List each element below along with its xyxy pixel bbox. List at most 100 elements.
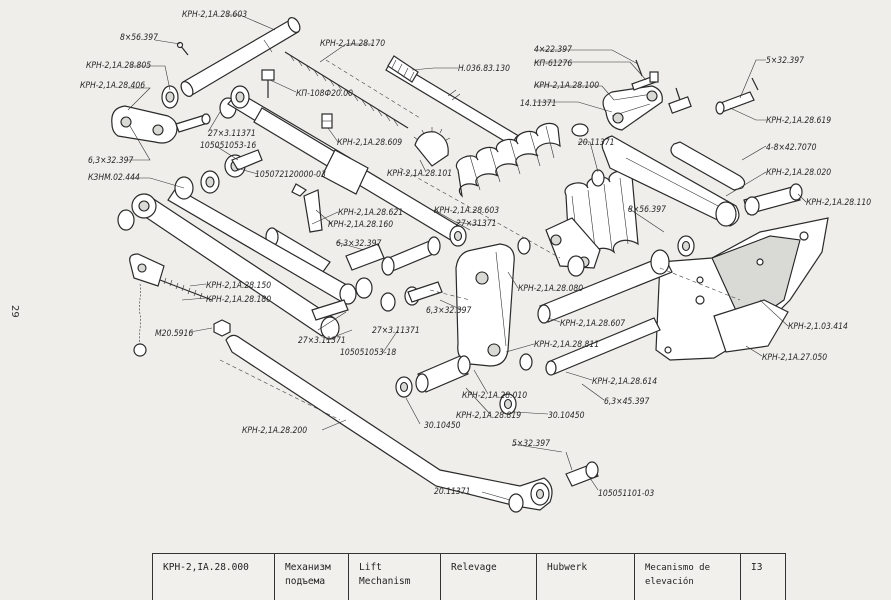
label-l609: КРН-2,1А.28.609	[337, 138, 402, 148]
title-spanish: Mecanismo de elevación	[635, 554, 741, 600]
label-l27311d: 27×3.11371	[372, 326, 420, 336]
part-bolt-5x32a	[715, 77, 759, 115]
part-lever-020	[601, 135, 740, 227]
label-l6332a: 6,3×32.397	[88, 156, 133, 166]
part-chain	[133, 283, 147, 357]
part-rod-short	[345, 243, 385, 271]
label-l856b: 8×56.397	[628, 205, 666, 215]
part-washer-30a	[395, 376, 413, 398]
part-bolt-27x3-left	[311, 299, 349, 321]
label-kp61: КП-61276	[534, 59, 572, 69]
label-l819: КРН-2,1А.28.819	[456, 411, 521, 421]
label-l105-18: 105051053-18	[340, 348, 396, 358]
label-l105072: 105072120000-03	[255, 170, 326, 180]
label-l6345: 6,3×45.397	[604, 397, 649, 407]
label-l080: КРН-2,1А.28.080	[518, 284, 583, 294]
label-l6332b: 6,3×32.397	[336, 239, 381, 249]
title-code: КРН-2,IА.28.000	[153, 554, 275, 600]
label-l150: КРН-2,1А.28.150	[206, 281, 271, 291]
part-fitting-kp108	[261, 69, 275, 98]
part-shaft-080	[537, 249, 673, 324]
title-block: КРН-2,IА.28.000 Механизм подъема Lift Me…	[152, 553, 786, 600]
part-bracket-050	[713, 299, 789, 353]
label-l050: КРН-2,1А.27.050	[762, 353, 827, 363]
title-german: Hubwerk	[537, 554, 635, 600]
label-l30104b: 30.10450	[548, 411, 585, 421]
part-threaded-rod	[284, 51, 409, 129]
title-english: Lift Mechanism	[349, 554, 441, 600]
title-french: Relevage	[441, 554, 537, 600]
leader-lines	[127, 14, 807, 501]
label-l4x22: 4×22.397	[534, 45, 572, 55]
part-clevis-180	[129, 253, 165, 287]
part-small-washers	[380, 281, 443, 312]
label-l020: КРН-2,1А.28.020	[766, 168, 831, 178]
label-l406: КРН-2,1А.28.406	[80, 81, 145, 91]
label-l614: КРН-2,1А.28.614	[592, 377, 657, 387]
part-main-rod	[253, 107, 467, 247]
part-bolt-kp61276	[631, 71, 659, 91]
part-bushing-819	[415, 355, 471, 393]
part-lever-150	[117, 193, 340, 340]
label-l414: КРН-2,1.03.414	[788, 322, 848, 332]
part-lever-upper-left	[167, 170, 373, 305]
label-l603b: КРН-2,1А.28.603	[434, 206, 499, 216]
part-pin-bolt-center	[381, 236, 441, 276]
label-l27311c: 27×3.11371	[298, 336, 346, 346]
label-l805: КРН-2,1А.28.805	[86, 61, 151, 71]
part-pin-603	[180, 17, 301, 97]
title-sheet: I3	[751, 562, 763, 573]
label-l170: КРН-2,1А.28.170	[320, 39, 385, 49]
label-l5x32a: 5×32.397	[766, 56, 804, 66]
label-l105-16: 105051053-16	[200, 141, 256, 151]
label-l6332c: 6,3×32.397	[426, 306, 471, 316]
label-l4x42: 4-8×42.7070	[766, 143, 817, 153]
label-l603: КРН-2,1А.28.603	[182, 10, 247, 20]
part-washer-center	[517, 237, 533, 371]
label-l619: КРН-2,1А.28.619	[766, 116, 831, 126]
label-l110: КРН-2,1А.28.110	[806, 198, 871, 208]
label-l14113: 14.11371	[520, 99, 556, 109]
label-l160: КРН-2,1А.28.160	[328, 220, 393, 230]
part-pin-27x3	[175, 97, 237, 133]
label-l5x32b: 5×32.397	[512, 439, 550, 449]
label-l27311b: 27×31371	[456, 219, 496, 229]
label-l811: КРН-2,1А.28.811	[534, 340, 599, 350]
label-m20: М20.5916	[155, 329, 193, 339]
label-l27311: 27×3.11371	[208, 129, 256, 139]
part-pin-110	[743, 183, 803, 216]
part-pin-105051101	[565, 451, 599, 487]
title-russian: Механизм подъема	[275, 554, 349, 600]
part-threaded-stud-180	[159, 277, 213, 301]
part-screw-4x22	[635, 59, 643, 77]
label-l607: КРН-2,1А.28.607	[560, 319, 625, 329]
label-l180: КРН-2,1А.28.180	[206, 295, 271, 305]
label-h036: Н.036.83.130	[458, 64, 510, 74]
label-l101: КРН-2,1А.28.101	[387, 169, 452, 179]
part-chain-link	[670, 141, 746, 191]
part-washer-105051053-16	[224, 149, 263, 178]
label-l20113a: 20.11371	[578, 138, 614, 148]
part-bushing-805	[161, 85, 179, 109]
part-washer-20b	[508, 493, 524, 513]
part-bracket-414	[655, 217, 829, 361]
label-l856: 8×56.397	[120, 33, 158, 43]
part-gear-sector	[413, 127, 451, 167]
label-l200: КРН-2,1А.28.200	[242, 426, 307, 436]
label-l30104a: 30.10450	[424, 421, 461, 431]
part-nut-m20	[213, 319, 231, 337]
label-l010: КРН-2,1А.28.010	[462, 391, 527, 401]
part-plate-010	[455, 243, 515, 367]
part-nut-609	[321, 113, 333, 129]
part-washer-30b	[499, 393, 517, 415]
part-arm-hook	[545, 217, 601, 269]
page-number: 29	[9, 305, 20, 318]
label-l20113b: 20.11371	[434, 487, 470, 497]
part-plate-406	[111, 105, 178, 144]
label-l621: КРН-2,1А.28.621	[338, 208, 403, 218]
part-spring-603	[455, 122, 561, 198]
part-washer-right	[567, 235, 695, 277]
assembly-axes	[219, 59, 741, 421]
part-bolt-8x56	[176, 41, 189, 56]
